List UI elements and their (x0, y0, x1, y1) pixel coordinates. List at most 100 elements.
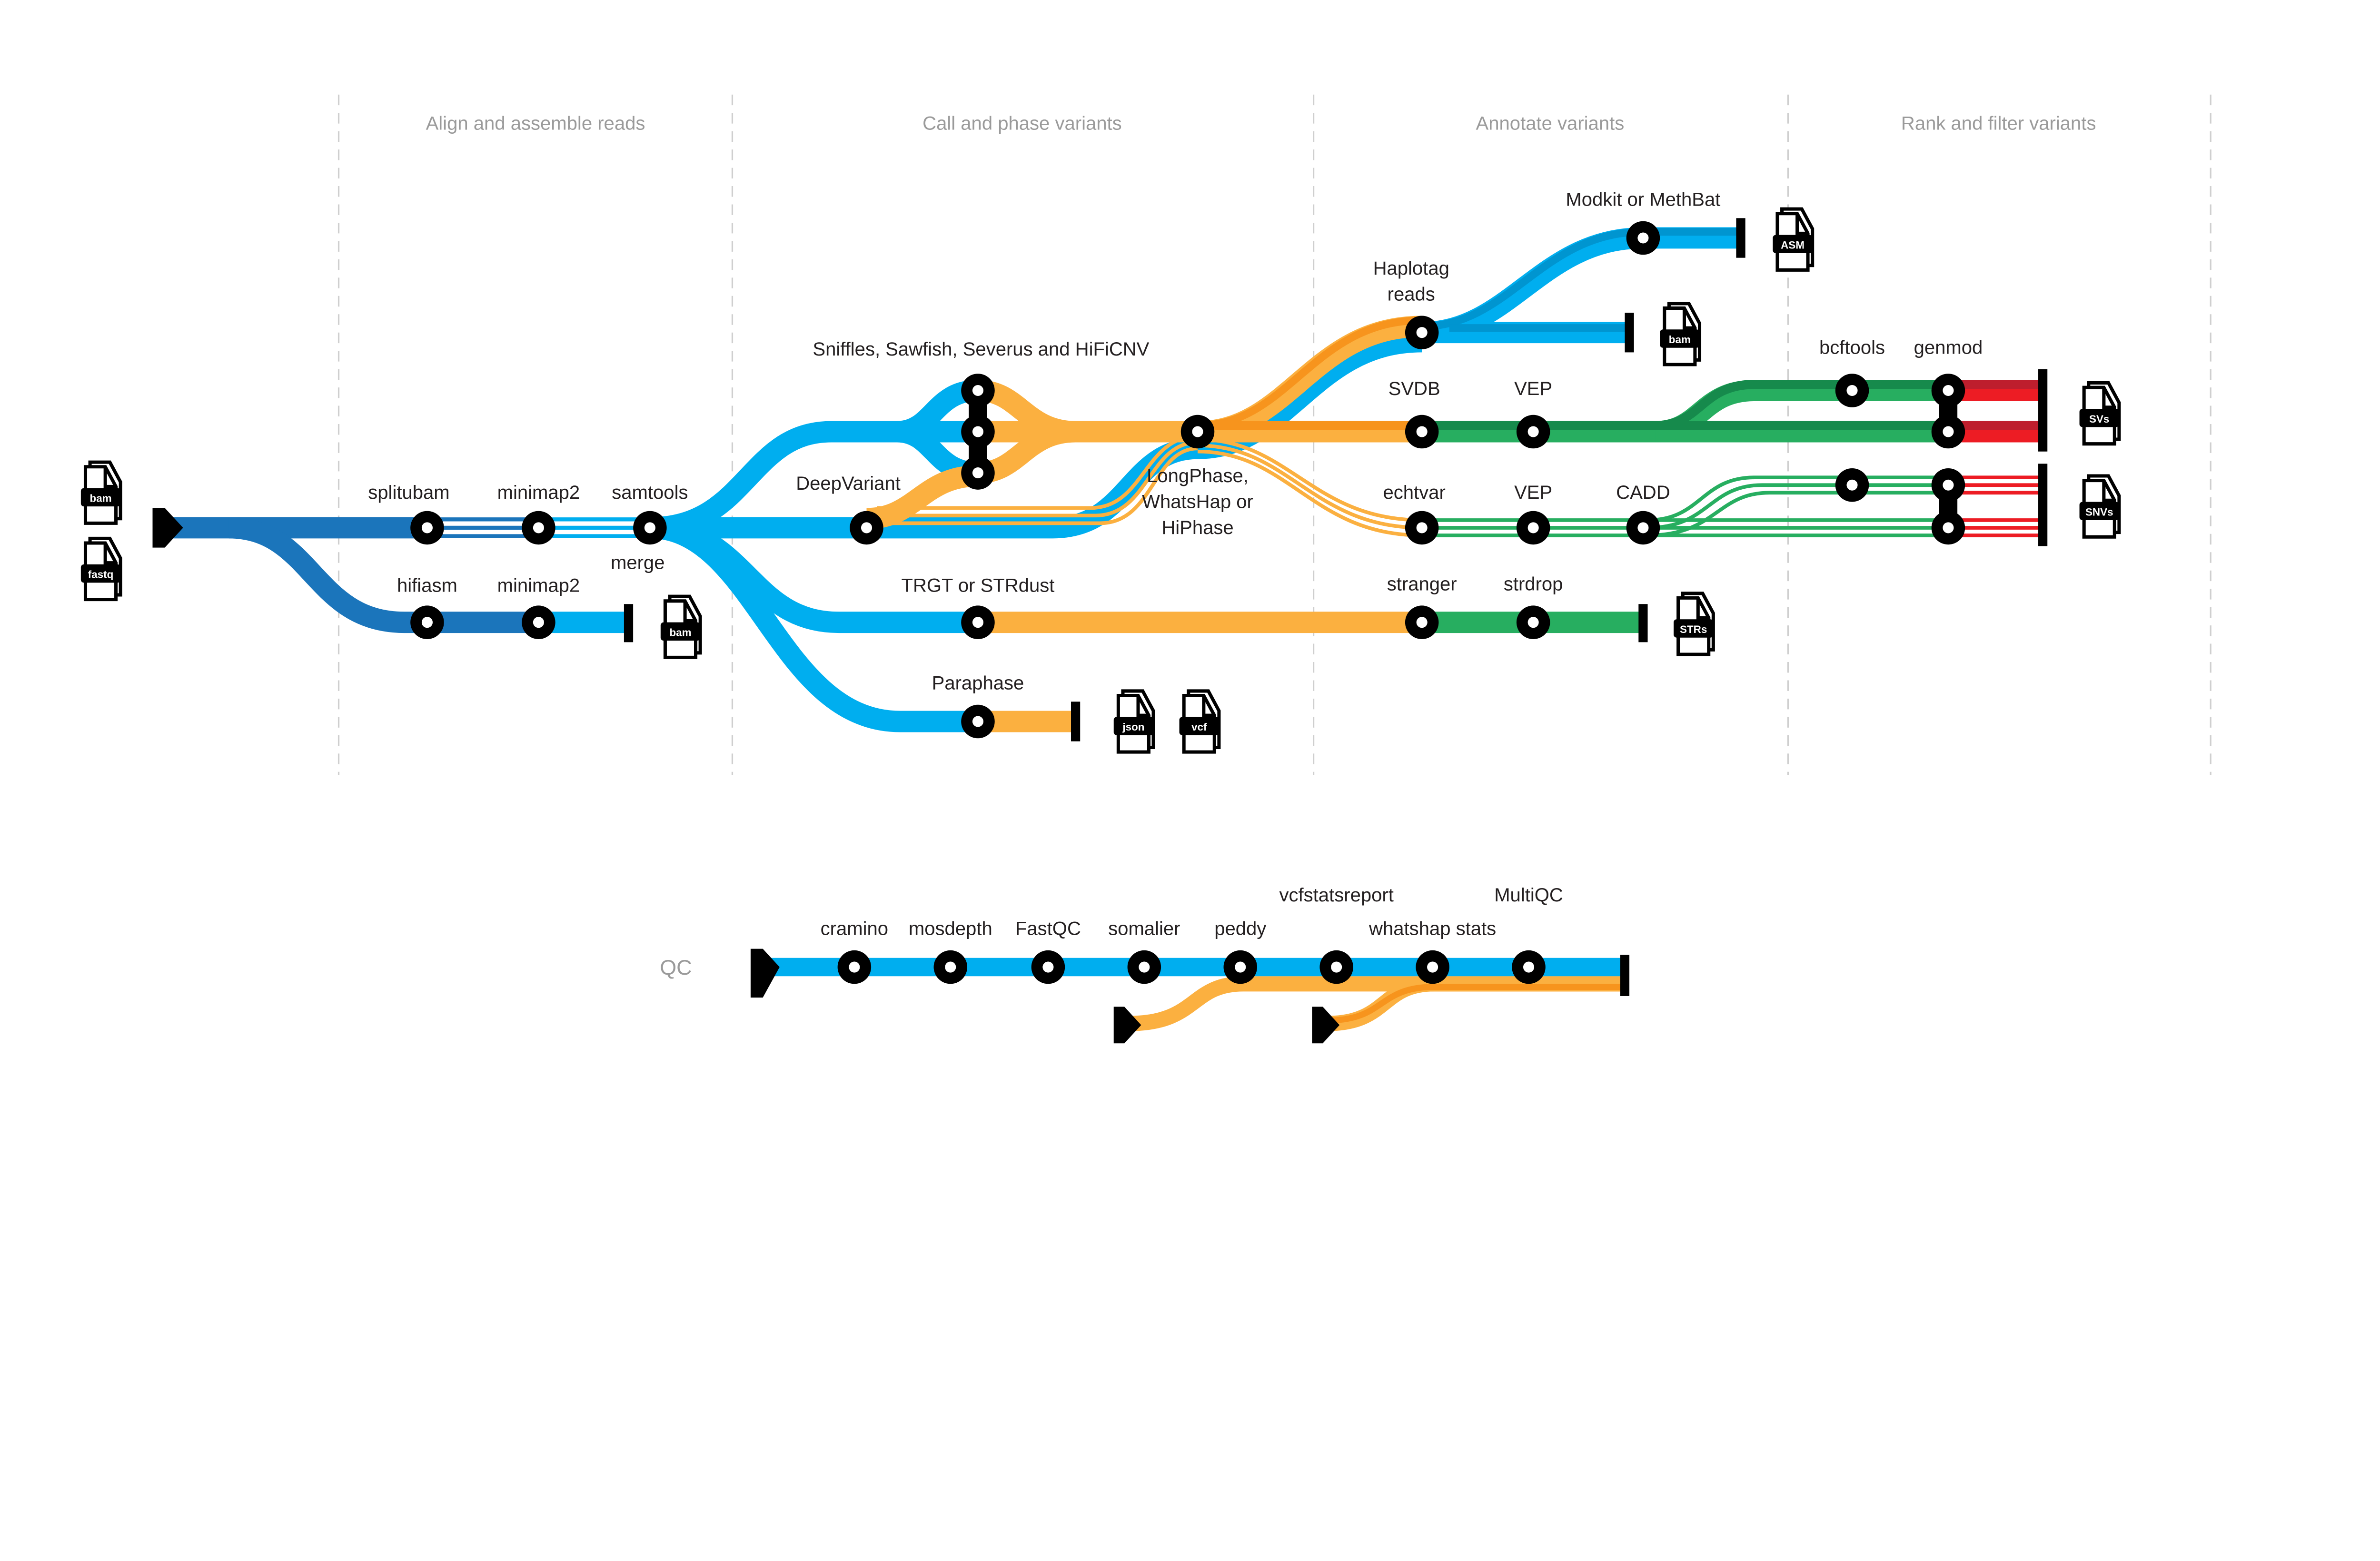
label-mosdepth: mosdepth (909, 919, 992, 939)
qc-start-marker-2 (1113, 1007, 1141, 1044)
svg-text:fastq: fastq (88, 569, 114, 581)
file-icon-bam-haplotagged: bam (1660, 304, 1699, 365)
svg-text:ASM: ASM (1781, 239, 1805, 251)
section-annotate: Annotate variants (1476, 113, 1625, 134)
line-aligned-bam (649, 331, 1422, 732)
file-icons: bam fastq bam ASM bam SVs SNVs STRs json… (81, 209, 2119, 752)
node-trgt (961, 605, 995, 639)
qc-line-orange-1 (1129, 976, 1625, 1031)
node-echtvar (1405, 511, 1439, 545)
label-deepvariant: DeepVariant (796, 473, 901, 494)
qc-line-orange-dark (1327, 984, 1625, 1024)
file-icon-bam-input: bam (81, 462, 120, 523)
label-echtvar: echtvar (1383, 482, 1445, 503)
file-icon-snvs: SNVs (2080, 476, 2119, 537)
label-trgt: TRGT or STRdust (902, 575, 1055, 596)
node-samtools (633, 511, 667, 545)
node-phasing (1180, 415, 1215, 449)
node-haplotag (1405, 316, 1439, 349)
label-phasing-2: WhatsHap or (1142, 491, 1253, 512)
line-snv-annotated (1422, 475, 1948, 537)
node-strdrop (1516, 605, 1550, 639)
node-bcftools-snv (1835, 468, 1869, 502)
node-stranger (1405, 605, 1439, 639)
node-mosdepth (933, 950, 968, 984)
section-call-phase: Call and phase variants (922, 113, 1122, 134)
node-genmod-sv-1 (1931, 374, 1965, 407)
label-somalier: somalier (1108, 919, 1180, 939)
node-somalier (1127, 950, 1161, 984)
label-vcfstatsreport: vcfstatsreport (1279, 885, 1393, 906)
label-sv-callers: Sniffles, Sawfish, Severus and HiFiCNV (813, 339, 1149, 360)
start-marker (152, 508, 183, 548)
label-stranger: stranger (1387, 573, 1457, 594)
file-icon-asm: ASM (1773, 209, 1812, 270)
label-phasing-3: HiPhase (1161, 517, 1233, 538)
label-multiqc: MultiQC (1494, 885, 1563, 906)
node-splitubam (410, 511, 444, 545)
line-ranked-sv-dark (1948, 380, 2043, 430)
pipeline-diagram: Align and assemble reads Call and phase … (0, 94, 2211, 1044)
qc-label: QC (660, 955, 692, 979)
label-vep-snv: VEP (1514, 482, 1552, 503)
svg-text:json: json (1122, 721, 1144, 733)
line-phased-dark (1198, 316, 1422, 430)
section-align: Align and assemble reads (426, 113, 645, 134)
line-aligned-chunks (538, 517, 650, 538)
svg-text:SNVs: SNVs (2085, 506, 2113, 518)
node-minimap2 (522, 511, 555, 545)
line-split-chunks (427, 517, 539, 538)
label-svdb: SVDB (1388, 378, 1440, 399)
svg-text:vcf: vcf (1191, 721, 1207, 733)
node-labels: splitubam minimap2 samtools merge hifias… (368, 189, 1983, 694)
line-assembly (228, 517, 539, 633)
node-minimap2-asm (522, 605, 555, 639)
label-fastqc: FastQC (1015, 919, 1081, 939)
label-genmod: genmod (1914, 337, 1983, 358)
node-modkit (1626, 221, 1660, 255)
label-peddy: peddy (1214, 919, 1266, 939)
file-icon-vcf: vcf (1180, 691, 1219, 752)
line-ranked-snv (1948, 475, 2043, 537)
node-genmod-snv-1 (1931, 468, 1965, 502)
node-hifiasm (410, 605, 444, 639)
qc-start-marker-3 (1312, 1007, 1340, 1044)
node-sv-caller-3 (961, 456, 995, 490)
file-icon-strs: STRs (1674, 593, 1713, 654)
node-whatshap-stats (1416, 950, 1449, 984)
qc-track: QC cramino mosdepth FastQC somalier pedd… (660, 885, 1630, 1044)
file-icon-json: json (1114, 691, 1153, 752)
end-markers (624, 218, 2048, 741)
label-haplotag-1: Haplotag (1373, 258, 1449, 279)
line-sv-branch-dark (1655, 380, 1948, 430)
label-minimap2-asm: minimap2 (497, 575, 580, 596)
file-icon-svs: SVs (2080, 383, 2119, 444)
file-icon-bam-output: bam (661, 596, 700, 657)
node-multiqc (1512, 950, 1546, 984)
label-whatshap-stats: whatshap stats (1368, 919, 1496, 939)
svg-text:SVs: SVs (2089, 413, 2109, 425)
line-haplotagged-dark (1422, 228, 1741, 330)
svg-text:bam: bam (1669, 334, 1691, 346)
label-hifiasm: hifiasm (397, 575, 457, 596)
node-deepvariant (850, 511, 883, 545)
node-paraphase (961, 704, 995, 739)
node-cadd (1626, 511, 1660, 545)
label-phasing-1: LongPhase, (1147, 465, 1249, 486)
label-paraphase: Paraphase (932, 673, 1024, 694)
svg-text:STRs: STRs (1680, 623, 1707, 635)
node-fastqc (1031, 950, 1065, 984)
label-modkit: Modkit or MethBat (1566, 189, 1720, 210)
label-splitubam: splitubam (368, 482, 449, 503)
label-cramino: cramino (821, 919, 888, 939)
qc-end-marker (1620, 955, 1630, 996)
label-minimap2: minimap2 (497, 482, 580, 503)
svg-text:bam: bam (669, 627, 691, 639)
node-sv-caller-1 (961, 374, 995, 407)
section-rank-filter: Rank and filter variants (1901, 113, 2096, 134)
node-vep-sv (1516, 415, 1550, 449)
pipeline-lines (168, 227, 2043, 732)
label-merge: merge (611, 553, 665, 573)
label-bcftools: bcftools (1819, 337, 1885, 358)
line-small-variants (877, 434, 1422, 537)
